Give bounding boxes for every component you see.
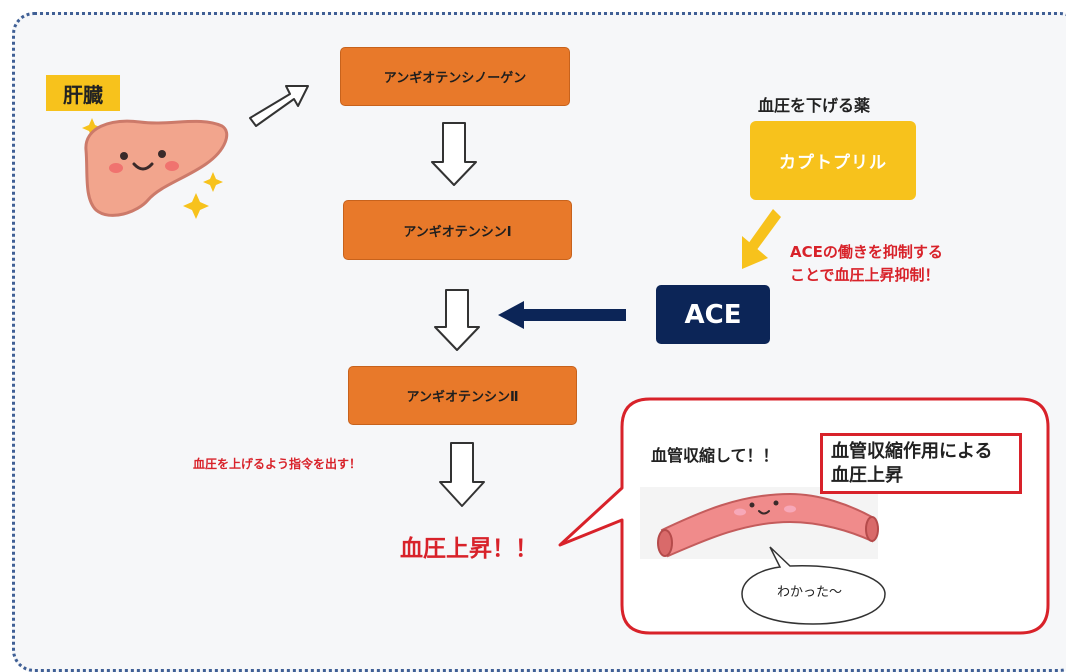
arrow-liver-to-angiotensinogen — [249, 85, 309, 127]
instruction-text: 血圧を上げるよう指令を出す！ — [193, 457, 362, 471]
result-text: 血圧上昇！！ — [400, 536, 538, 562]
liver-label: 肝臓 — [46, 75, 120, 111]
arrow-down-3 — [439, 442, 485, 507]
angiotensinogen-box: アンギオテンシノーゲン — [340, 47, 570, 106]
reply-text: わかった～ — [777, 585, 843, 600]
angiotensin-1-box: アンギオテンシンⅠ — [343, 200, 572, 260]
blood-vessel-icon — [640, 487, 879, 559]
vessel-note-line2: 血圧上昇 — [831, 465, 903, 486]
vessel-speech: 血管収縮して！！ — [651, 446, 779, 465]
ace-box: ACE — [656, 285, 770, 344]
reply-bubble — [741, 546, 886, 625]
angiotensin-2-box: アンギオテンシンⅡ — [348, 366, 577, 425]
vessel-note: 血管収縮作用による 血圧上昇 — [820, 433, 1022, 494]
arrow-down-2 — [434, 289, 480, 351]
vessel-note-line1: 血管収縮作用による — [831, 441, 993, 462]
arrow-ace-inhibits — [498, 301, 626, 329]
drug-heading: 血圧を下げる薬 — [758, 96, 871, 115]
sparkle-icons — [82, 118, 223, 219]
ace-note-line2: ことで血圧上昇抑制！ — [790, 266, 940, 284]
arrow-down-1 — [431, 122, 477, 186]
arrow-drug-to-ace — [742, 209, 781, 269]
liver-icon — [84, 119, 229, 217]
captopril-box: カプトプリル — [750, 121, 916, 200]
ace-note-line1: ACEの働きを抑制する — [790, 243, 943, 261]
